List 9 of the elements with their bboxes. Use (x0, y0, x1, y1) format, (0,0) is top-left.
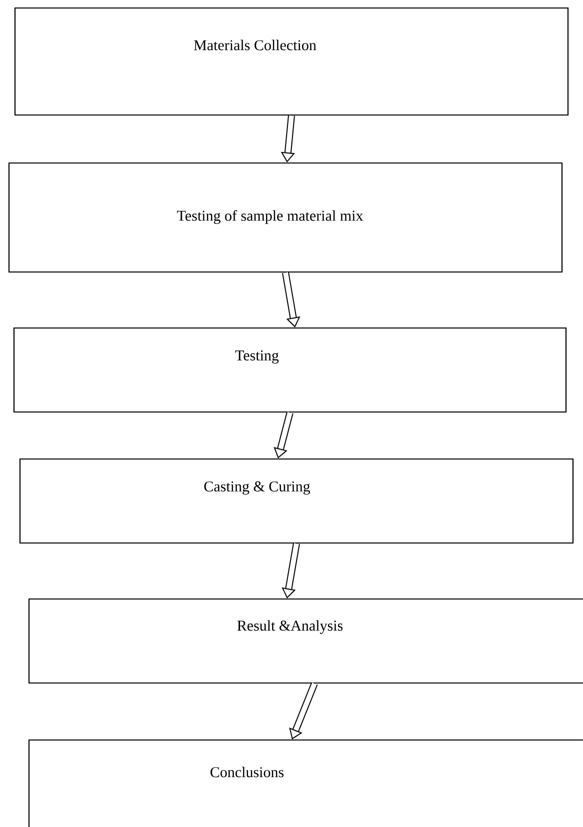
process-box: Testing (13, 327, 567, 413)
block-arrow (274, 412, 294, 458)
process-box: Materials Collection (14, 7, 569, 116)
block-arrow (289, 682, 318, 740)
process-box: Casting & Curing (19, 458, 574, 544)
process-box: Result &Analysis (28, 598, 583, 684)
block-arrow (282, 272, 300, 328)
process-box: Conclusions (28, 739, 583, 827)
process-box: Testing of sample material mix (8, 162, 563, 273)
